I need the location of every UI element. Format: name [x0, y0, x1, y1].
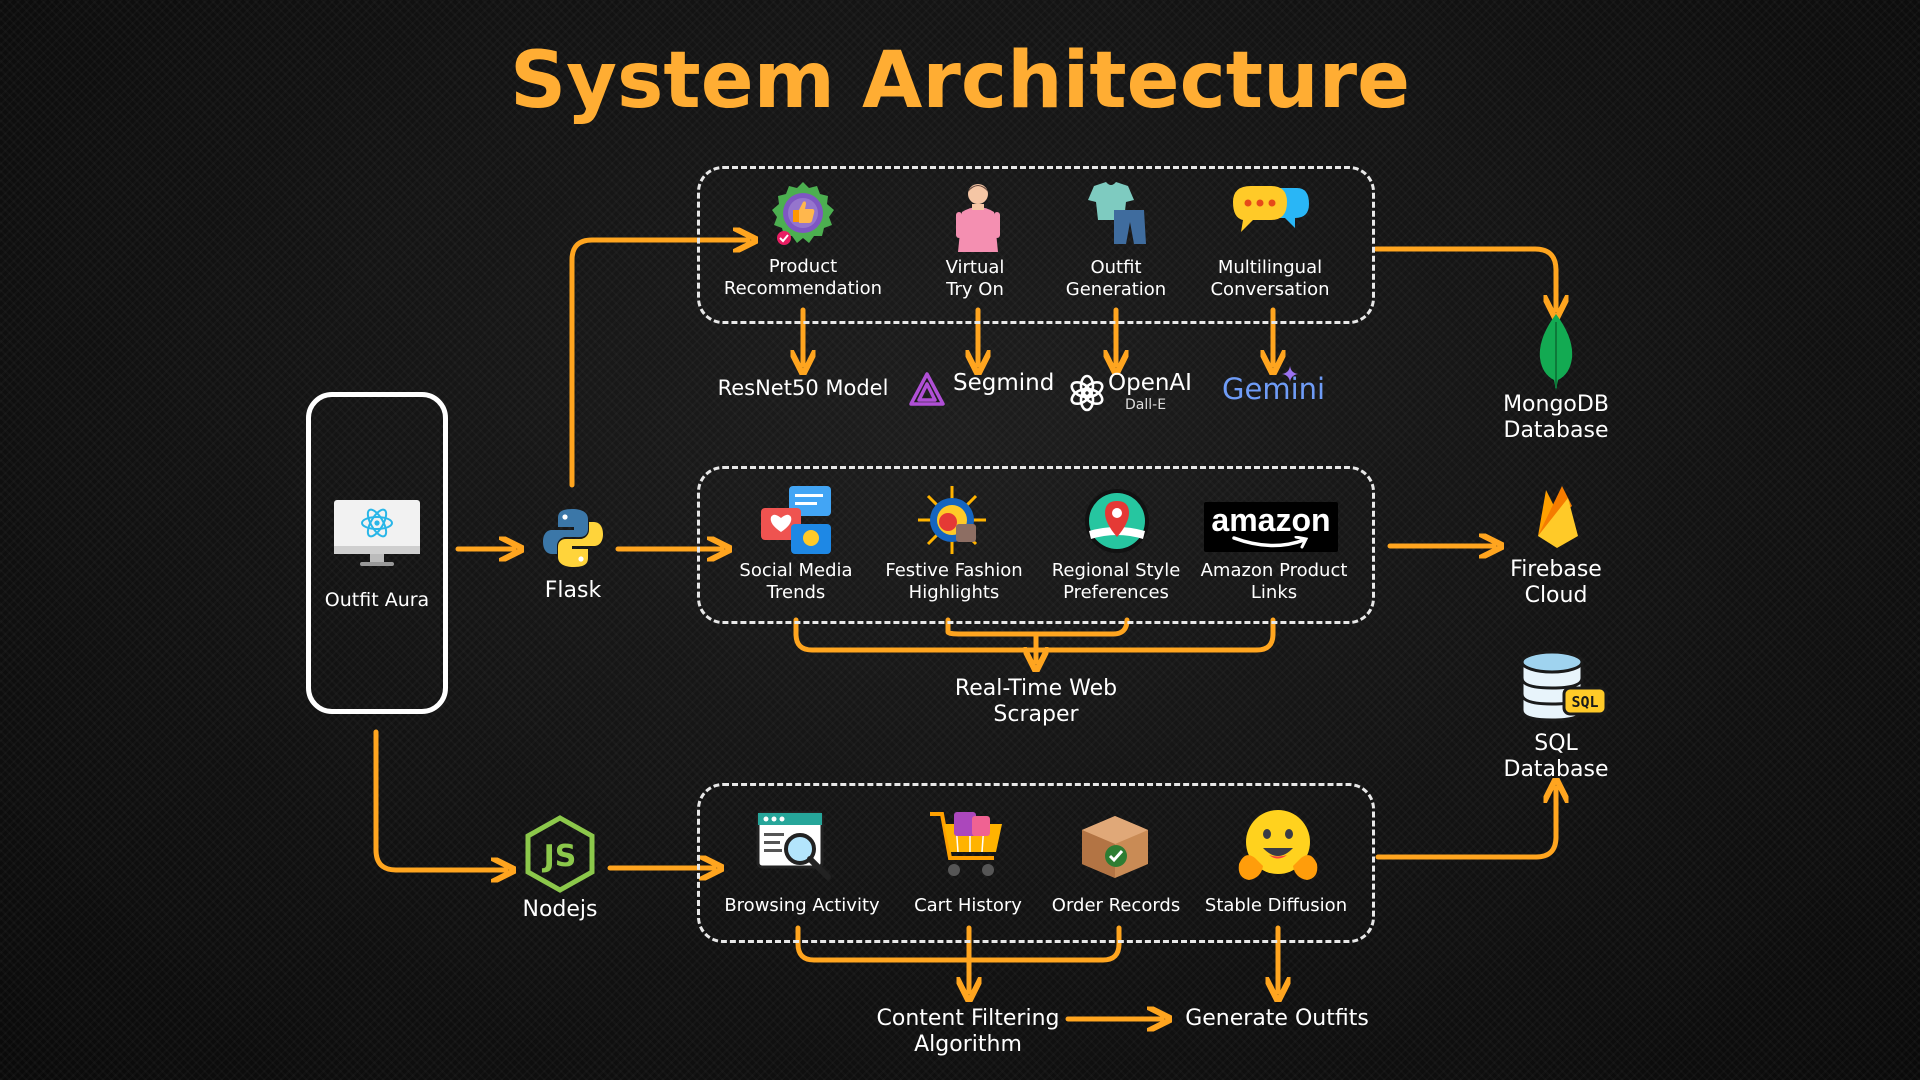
content-filtering-algorithm: Content Filtering Algorithm — [876, 1006, 1060, 1057]
browser-search-icon — [756, 811, 831, 880]
model-openai-sub: Dall-E — [1125, 397, 1167, 413]
data-cart-history: Cart History — [914, 895, 1022, 916]
person-icon — [956, 184, 1000, 252]
sql-badge: SQL — [1571, 693, 1598, 711]
real-time-web-scraper: Real-Time Web Scraper — [954, 676, 1118, 727]
source-social-media-trends: Social Media Trends — [739, 560, 853, 603]
shopping-cart-icon — [930, 812, 1002, 876]
svg-text:JS: JS — [542, 839, 577, 874]
source-amazon-product-links: Amazon Product Links — [1200, 560, 1348, 603]
amazon-smile-icon — [1232, 536, 1309, 549]
service-virtual-try-on: Virtual Try On — [945, 257, 1005, 300]
client-label: Outfit Aura — [324, 589, 430, 611]
arrow-client-to-nodejs — [373, 729, 506, 870]
data-browsing-activity: Browsing Activity — [724, 895, 880, 916]
sql-database-icon: SQL — [1520, 650, 1608, 722]
service-outfit-generation: Outfit Generation — [1065, 257, 1167, 300]
festive-icon — [918, 486, 986, 554]
service-product-recommendation: Product Recommendation — [723, 256, 883, 299]
flask-label: Flask — [544, 578, 602, 603]
sql-database: SQL Database — [1503, 731, 1609, 782]
source-festive-fashion-highlights: Festive Fashion Highlights — [885, 560, 1023, 603]
service-multilingual-conversation: Multilingual Conversation — [1210, 257, 1330, 300]
model-resnet50: ResNet50 Model — [717, 376, 889, 400]
package-icon — [1082, 816, 1148, 878]
mongodb-leaf-icon — [1539, 314, 1573, 390]
amazon-logo-icon: amazon — [1204, 502, 1338, 552]
ai-services-box — [697, 166, 1375, 324]
amazon-logo-text: amazon — [1211, 502, 1331, 538]
react-monitor-icon — [334, 500, 420, 566]
model-gemini: Gemini — [1222, 372, 1326, 406]
arrow-to-sql — [1375, 788, 1556, 860]
openai-icon — [1070, 374, 1104, 412]
page-title: System Architecture — [509, 36, 1410, 126]
firebase-icon — [1538, 486, 1578, 548]
filter-merge-lines — [795, 925, 1122, 963]
gemini-star-icon — [1282, 366, 1298, 382]
firebase-cloud: Firebase Cloud — [1510, 557, 1602, 608]
arrow-flask-to-ai-box — [569, 240, 748, 488]
python-icon — [543, 509, 603, 567]
thumbs-up-badge-icon — [772, 182, 834, 245]
source-regional-style-preferences: Regional Style Preferences — [1051, 560, 1181, 603]
generate-outfits: Generate Outfits — [1185, 1006, 1369, 1031]
model-openai: OpenAI — [1108, 370, 1192, 396]
hugging-face-icon — [1238, 810, 1318, 880]
data-stable-diffusion: Stable Diffusion — [1204, 895, 1348, 916]
map-pin-icon — [1085, 489, 1149, 553]
nodejs-icon: JS — [525, 815, 595, 893]
outfit-aura-client — [306, 392, 448, 714]
data-order-records: Order Records — [1051, 895, 1181, 916]
model-segmind: Segmind — [953, 370, 1055, 396]
scraper-sources-box — [697, 466, 1375, 624]
mongodb-database: MongoDB Database — [1503, 392, 1609, 443]
clothes-icon — [1088, 182, 1146, 244]
nodejs-label: Nodejs — [522, 897, 598, 922]
arrow-to-mongodb — [1373, 246, 1556, 310]
social-chat-icon — [761, 486, 831, 554]
user-data-box — [697, 783, 1375, 943]
chat-bubbles-icon — [1233, 186, 1309, 232]
segmind-icon — [909, 372, 945, 406]
